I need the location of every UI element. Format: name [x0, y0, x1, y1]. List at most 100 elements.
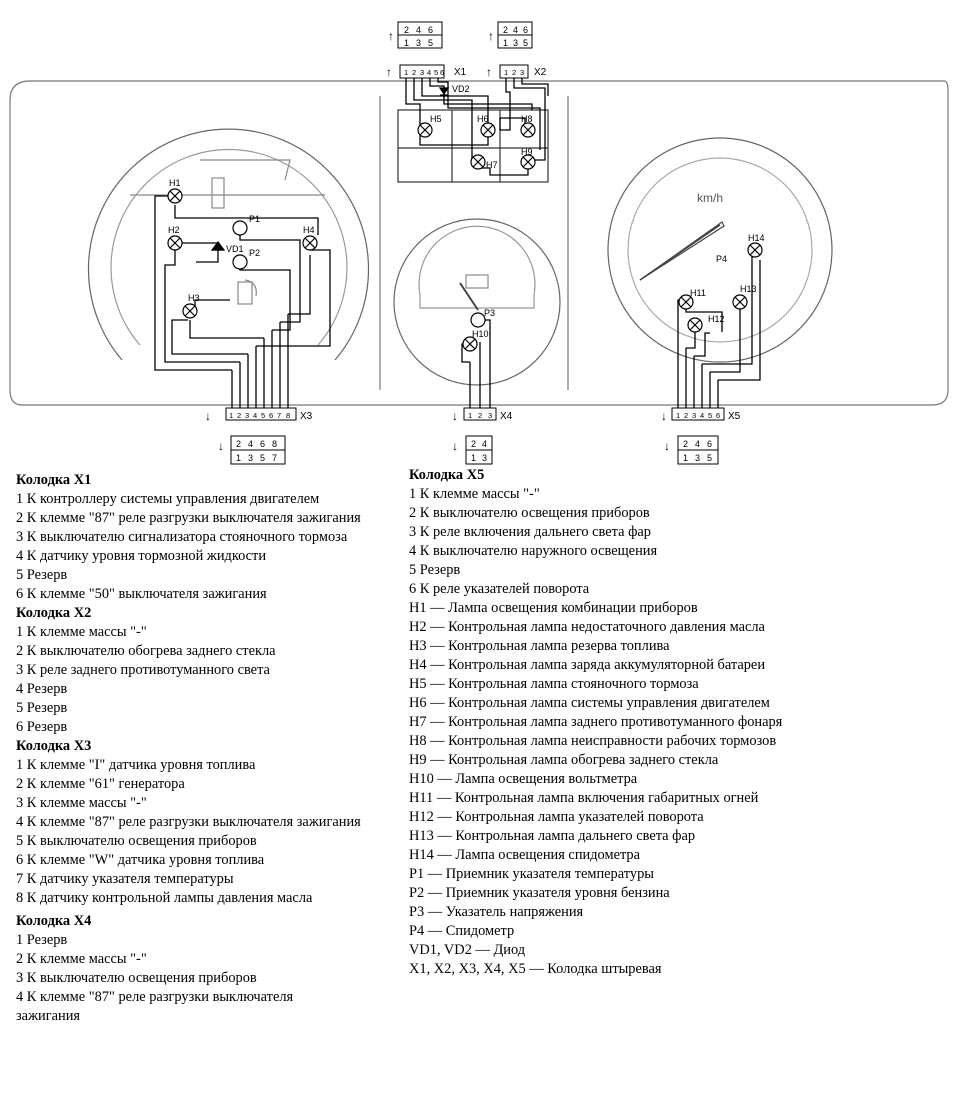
speed-unit-label: km/h: [697, 191, 723, 205]
x1-pin-6: 6 К клемме "50" выключателя зажигания: [16, 586, 267, 602]
svg-text:6: 6: [269, 411, 273, 420]
left-gauge-bezel: [87, 128, 370, 361]
x5-pin-2: 2 К выключателю освещения приборов: [409, 505, 650, 521]
lamp-h9: [520, 154, 536, 170]
svg-text:4: 4: [513, 25, 518, 35]
svg-text:3: 3: [248, 453, 253, 463]
connector-x5-title: Колодка X5: [409, 467, 485, 483]
x4-pin-1: 1 Резерв: [16, 932, 68, 948]
svg-text:1: 1: [229, 411, 233, 420]
x3-pin-5: 5 К выключателю освещения приборов: [16, 833, 257, 849]
x1-pin-3: 3 К выключателю сигнализатора стояночног…: [16, 529, 348, 545]
x5-pin-5: 5 Резерв: [409, 562, 461, 578]
x3-pin-1: 1 К клемме "I" датчика уровня топлива: [16, 757, 256, 773]
label-p3: P3: [484, 308, 495, 318]
label-vd2: VD2: [452, 84, 470, 94]
x3-pin-7: 7 К датчику указателя температуры: [16, 871, 234, 887]
svg-text:5: 5: [428, 38, 433, 48]
label-h3: H3: [188, 293, 200, 303]
legend-h8: H8 — Контрольная лампа неисправности раб…: [409, 733, 777, 749]
vd2-diode: [438, 87, 450, 96]
x3-pin-6: 6 К клемме "W" датчика уровня топлива: [16, 852, 265, 868]
connector-x3-label: X3: [300, 411, 313, 422]
left-legend-column: Колодка X1 1 К контроллеру системы управ…: [16, 471, 361, 1026]
direction-arrows: ↑ ↑ ↑ ↑ ↓ ↓ ↓ ↓ ↓ ↓: [205, 29, 670, 453]
svg-text:4: 4: [248, 439, 253, 449]
lamp-h6: [480, 122, 496, 138]
svg-text:5: 5: [434, 68, 438, 77]
label-h11: H11: [690, 288, 706, 298]
svg-text:5: 5: [707, 453, 712, 463]
svg-text:↓: ↓: [661, 409, 667, 423]
svg-text:1: 1: [504, 68, 508, 77]
label-h2: H2: [168, 225, 180, 235]
label-h10: H10: [472, 329, 489, 339]
legend-h6: H6 — Контрольная лампа системы управлени…: [409, 695, 770, 711]
svg-text:3: 3: [482, 453, 487, 463]
x5-pin-1: 1 К клемме массы "-": [409, 486, 540, 502]
x5-pin-3: 3 К реле включения дальнего света фар: [409, 524, 651, 540]
svg-text:2: 2: [684, 411, 688, 420]
svg-text:↓: ↓: [205, 409, 211, 423]
lamp-h8: [520, 122, 536, 138]
svg-text:6: 6: [716, 411, 720, 420]
svg-text:3: 3: [488, 411, 492, 420]
lamp-h1: [167, 188, 183, 204]
x3-pin-4: 4 К клемме "87" реле разгрузки выключате…: [16, 814, 361, 830]
receiver-p1: [232, 220, 248, 236]
label-p4: P4: [716, 254, 727, 264]
svg-text:5: 5: [260, 453, 265, 463]
svg-text:4: 4: [482, 439, 487, 449]
svg-text:↓: ↓: [218, 439, 224, 453]
label-p1: P1: [249, 214, 260, 224]
svg-text:2: 2: [236, 439, 241, 449]
speedometer-bezel: [607, 137, 833, 363]
connector-x1-label: X1: [454, 67, 467, 78]
label-h6: H6: [477, 114, 489, 124]
legend-vd: VD1, VD2 — Диод: [409, 942, 526, 958]
svg-text:8: 8: [286, 411, 290, 420]
legend-h14: H14 — Лампа освещения спидометра: [409, 847, 641, 863]
x1-pin-5: 5 Резерв: [16, 567, 68, 583]
x4-pin-3: 3 К выключателю освещения приборов: [16, 970, 257, 986]
legend-p1: P1 — Приемник указателя температуры: [409, 866, 654, 882]
svg-text:2: 2: [683, 439, 688, 449]
legend-h2: H2 — Контрольная лампа недостаточного да…: [409, 619, 765, 635]
x5-pin-4: 4 К выключателю наружного освещения: [409, 543, 658, 559]
svg-text:6: 6: [523, 25, 528, 35]
legend-h10: H10 — Лампа освещения вольтметра: [409, 771, 638, 787]
svg-text:4: 4: [427, 68, 431, 77]
connector-x4-title: Колодка X4: [16, 913, 92, 929]
legend-h12: H12 — Контрольная лампа указателей повор…: [409, 809, 704, 825]
x2-pin-6: 6 Резерв: [16, 719, 68, 735]
x2-pin-4: 4 Резерв: [16, 681, 68, 697]
svg-text:3: 3: [695, 453, 700, 463]
pin-grid-x2: [497, 21, 533, 49]
voltmeter-bezel: [393, 218, 561, 386]
label-h4: H4: [303, 225, 315, 235]
x2-pin-2: 2 К выключателю обогрева заднего стекла: [16, 643, 276, 659]
legend-h3: H3 — Контрольная лампа резерва топлива: [409, 638, 670, 654]
svg-text:1: 1: [471, 453, 476, 463]
lamp-h4: [302, 235, 318, 251]
svg-text:7: 7: [277, 411, 281, 420]
x2-pin-3: 3 К реле заднего противотуманного света: [16, 662, 270, 678]
warning-lamp-panel: [397, 109, 549, 183]
svg-text:3: 3: [245, 411, 249, 420]
svg-text:7: 7: [272, 453, 277, 463]
x1-pin-1: 1 К контроллеру системы управления двига…: [16, 491, 320, 507]
label-p2: P2: [249, 248, 260, 258]
svg-text:5: 5: [523, 38, 528, 48]
x1-pin-2: 2 К клемме "87" реле разгрузки выключате…: [16, 510, 361, 526]
svg-text:3: 3: [520, 68, 524, 77]
label-vd1: VD1: [226, 244, 244, 254]
x4-pin-4-cont: зажигания: [16, 1008, 81, 1024]
legend-p4: P4 — Спидометр: [409, 923, 515, 939]
legend-h5: H5 — Контрольная лампа стояночного тормо…: [409, 676, 699, 692]
svg-text:1: 1: [404, 38, 409, 48]
svg-text:5: 5: [708, 411, 712, 420]
receiver-p3: [470, 312, 486, 328]
svg-text:2: 2: [512, 68, 516, 77]
svg-text:2: 2: [503, 25, 508, 35]
receiver-p2: [232, 254, 248, 270]
